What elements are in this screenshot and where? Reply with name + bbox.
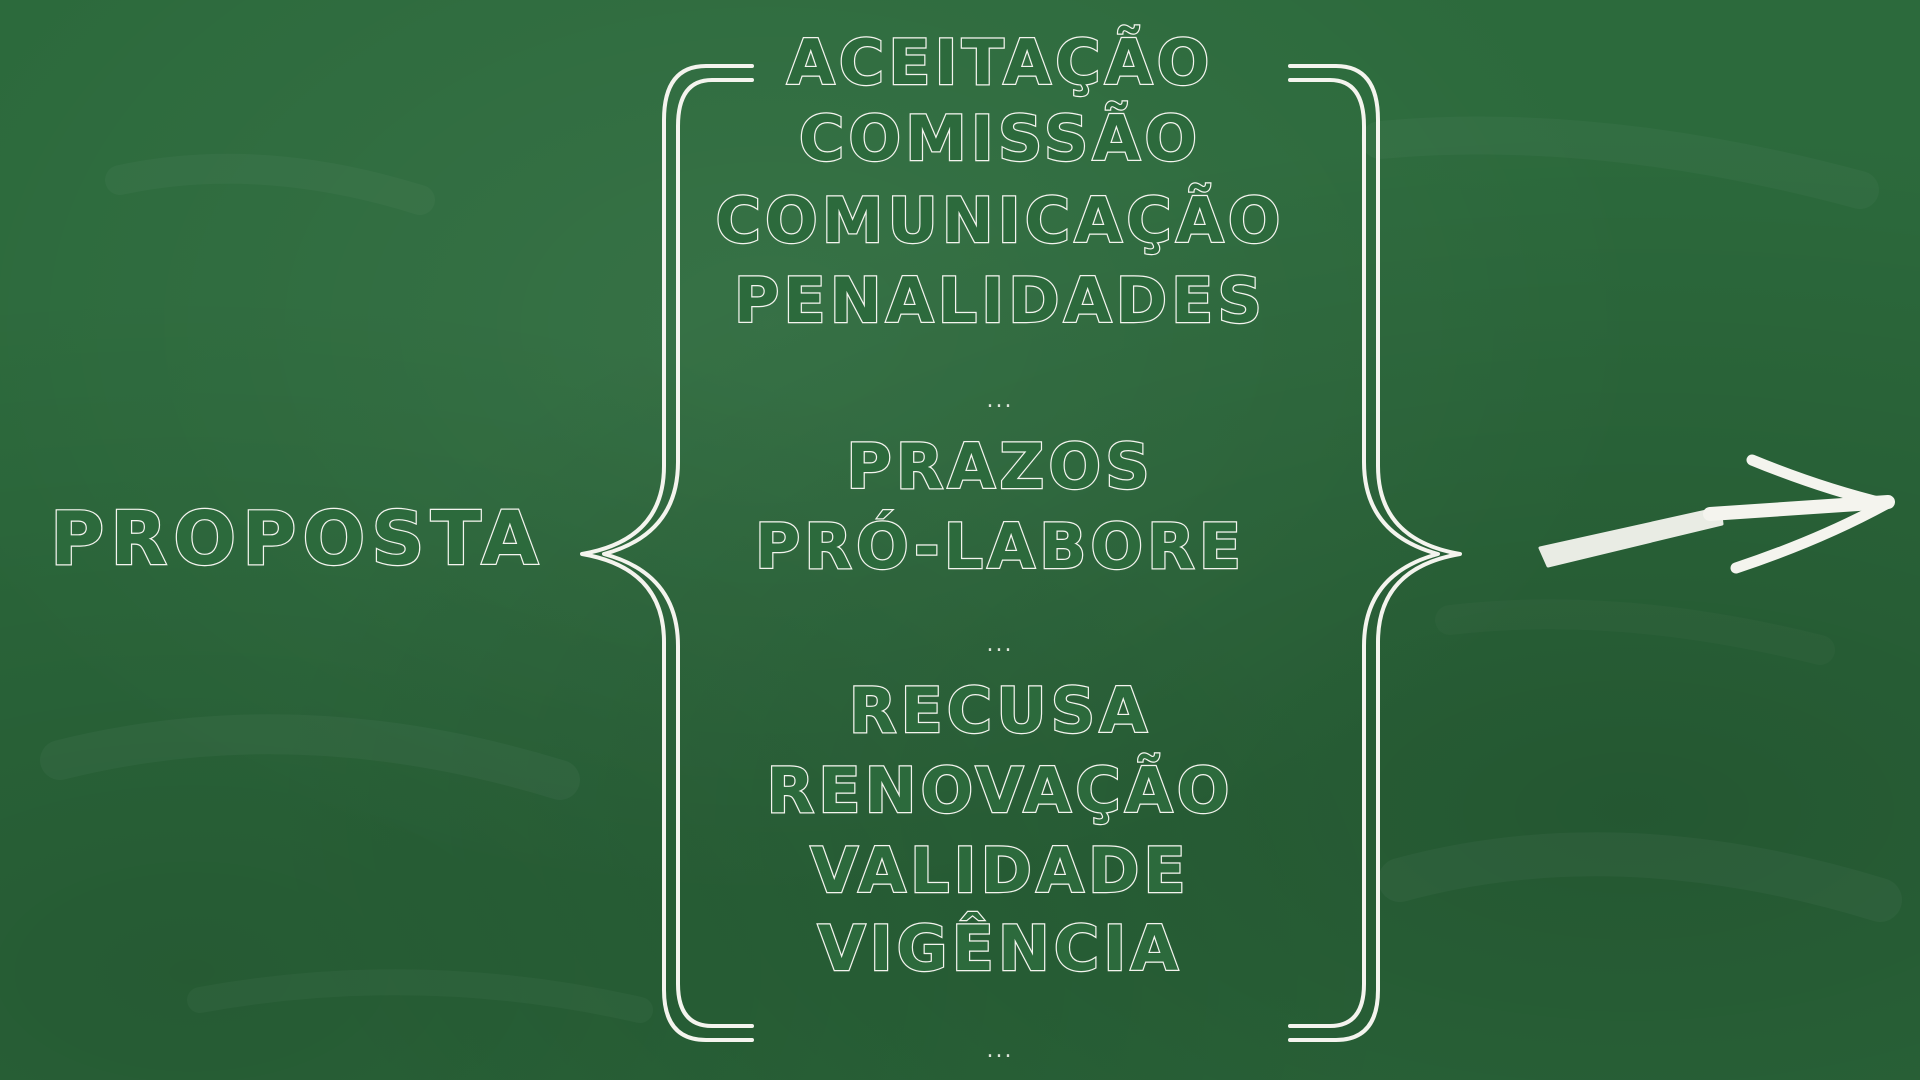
item-renovacao: RENOVAÇÃO bbox=[765, 754, 1234, 827]
item-aceitacao: ACEITAÇÃO bbox=[786, 26, 1214, 99]
item-recusa: RECUSA bbox=[848, 674, 1152, 747]
main-label-proposta: PROPOSTA bbox=[49, 496, 545, 582]
item-comissao: COMISSÃO bbox=[798, 102, 1202, 175]
item-comunicacao: COMUNICAÇÃO bbox=[714, 184, 1285, 257]
ellipsis-1: ... bbox=[986, 388, 1014, 413]
item-penalidades: PENALIDADES bbox=[733, 264, 1267, 337]
item-validade: VALIDADE bbox=[809, 834, 1190, 907]
item-prazos: PRAZOS bbox=[845, 430, 1154, 503]
item-vigencia: VIGÊNCIA bbox=[816, 912, 1183, 985]
right-arrow-icon bbox=[1538, 454, 1895, 574]
ellipsis-2: ... bbox=[986, 632, 1014, 657]
item-pro-labore: PRÓ-LABORE bbox=[754, 510, 1246, 583]
right-curly-brace-icon bbox=[1288, 64, 1462, 1042]
ellipsis-3: ... bbox=[986, 1038, 1014, 1063]
